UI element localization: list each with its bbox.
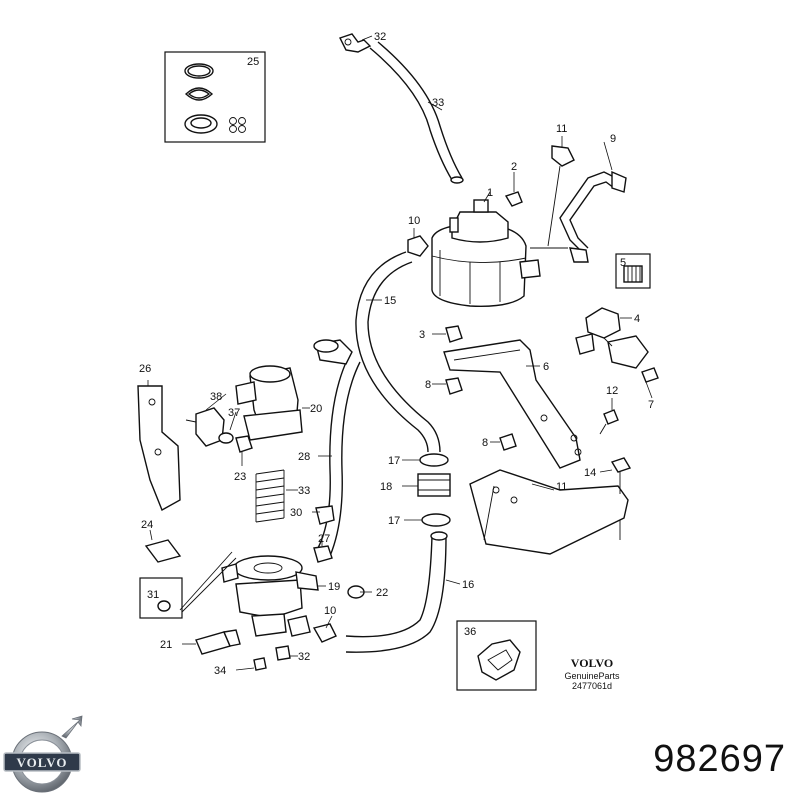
nut-7 (641, 367, 659, 383)
screw-31 (275, 645, 291, 661)
solenoid-21 (235, 365, 303, 441)
callout-8-upper: 8 (425, 379, 431, 391)
logo-arrow-icon (61, 715, 83, 739)
callout-24: 24 (141, 519, 153, 531)
filter-inset-5 (615, 253, 651, 289)
clip-17-lower (421, 513, 451, 527)
callout-30: 31 (147, 589, 159, 601)
nut-23 (235, 435, 253, 453)
callout-22: 22 (376, 587, 388, 599)
inset-30 (139, 577, 183, 619)
spring-32 (255, 469, 285, 523)
callout-36: 36 (464, 626, 476, 638)
callout-31: 32 (298, 651, 310, 663)
pipe-9 (530, 170, 627, 263)
callout-17-lower: 17 (388, 515, 400, 527)
bolt-14 (610, 457, 632, 494)
callout-10: 11 (556, 481, 567, 493)
clip-11-bottom (312, 623, 337, 643)
stamp-brand: VOLVO (571, 656, 613, 670)
hose-35 (369, 41, 464, 184)
sensor-20 (195, 629, 241, 655)
callout-1: 1 (487, 187, 493, 199)
nut-3 (445, 325, 463, 343)
bracket-25 (137, 385, 181, 511)
callout-16: 16 (462, 579, 474, 591)
clip-13 (547, 145, 575, 247)
volvo-logo: VOLVO (3, 715, 83, 793)
callout-11-top: 10 (408, 215, 420, 227)
nut-8-upper (445, 377, 463, 395)
sensor-38 (185, 407, 225, 447)
bracket-10 (469, 469, 629, 555)
callout-34: 32 (374, 31, 386, 43)
pad-24 (144, 539, 182, 563)
washer-37 (218, 432, 234, 444)
connector-34 (339, 33, 372, 53)
callout-13: 11 (556, 123, 567, 135)
callout-28: 25 (247, 56, 259, 68)
callout-labels: 32 33 25 11 9 2 1 10 15 5 4 3 6 8 12 7 8… (139, 31, 654, 677)
nut-8-lower (499, 433, 517, 451)
callout-9: 9 (610, 133, 616, 145)
callout-3: 3 (419, 329, 425, 341)
callout-8-lower: 8 (482, 437, 488, 449)
callout-12: 12 (606, 385, 618, 397)
callout-14: 14 (584, 467, 596, 479)
bolt-12 (599, 409, 619, 435)
part-number: 982697 (653, 738, 786, 780)
pump-body-19 (179, 551, 319, 637)
callout-32: 33 (298, 485, 310, 497)
callout-21: 20 (310, 403, 322, 415)
callout-19: 19 (328, 581, 340, 593)
callout-7: 7 (648, 399, 654, 411)
callout-23: 23 (234, 471, 246, 483)
callout-4: 4 (634, 313, 640, 325)
callout-6: 6 (543, 361, 549, 373)
cap-2 (504, 191, 523, 207)
callout-27: 28 (298, 451, 310, 463)
screw-33 (253, 657, 267, 671)
callout-11-bottom: 10 (324, 605, 336, 617)
callout-35: 33 (432, 97, 444, 109)
logo-bar (3, 752, 81, 772)
clip-11-top (407, 235, 429, 257)
valve-4 (575, 307, 649, 369)
callout-25: 26 (139, 363, 151, 375)
inset-36-clip (456, 620, 537, 691)
plug-29 (315, 505, 335, 525)
callout-17-upper: 17 (388, 455, 400, 467)
stamp-code: 2477061d (572, 681, 612, 691)
hose-15 (355, 251, 441, 453)
hose-27 (313, 339, 361, 557)
clip-17-upper (419, 453, 449, 467)
callout-5: 5 (620, 257, 626, 269)
callout-26: 27 (318, 533, 330, 545)
callout-18: 18 (380, 481, 392, 493)
callout-20: 21 (160, 639, 172, 651)
connector-26 (313, 545, 333, 563)
leader-lines (147, 35, 653, 671)
callout-29: 30 (290, 507, 302, 519)
stamp-line2: GenuineParts (564, 671, 620, 681)
bracket-6 (443, 339, 582, 469)
hose-16 (345, 531, 448, 653)
callout-2: 2 (511, 161, 517, 173)
inset-28-seal-kit (164, 51, 266, 143)
genuine-parts-stamp: VOLVO GenuineParts 2477061d (564, 656, 620, 691)
damper-18 (417, 473, 451, 497)
logo-text: VOLVO (17, 755, 68, 770)
callout-37: 37 (228, 407, 240, 419)
callout-33: 34 (214, 665, 226, 677)
callout-38: 38 (210, 391, 222, 403)
callout-15: 15 (384, 295, 396, 307)
separator-1 (431, 199, 541, 307)
